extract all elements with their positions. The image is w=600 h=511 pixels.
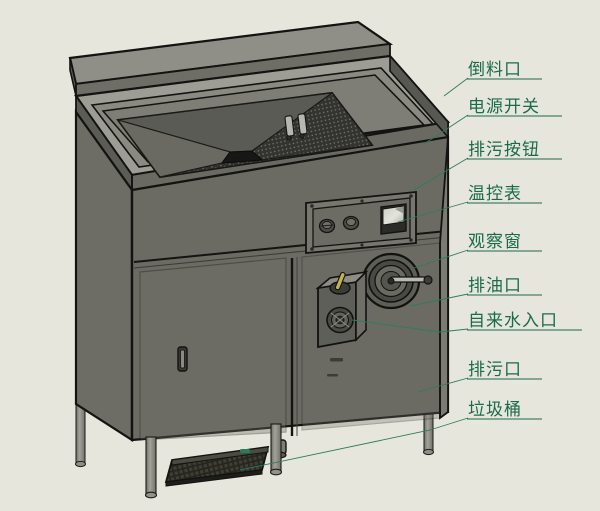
hopper-hinge-hardware <box>284 113 308 141</box>
leader-line-trash-bin <box>239 417 469 471</box>
valve-box[interactable] <box>315 270 369 377</box>
valve-box-label-marks <box>327 358 343 377</box>
control-panel[interactable] <box>305 191 417 254</box>
leader-line-temp-controller <box>397 201 469 223</box>
leader-line-oil-drain <box>409 293 469 307</box>
label-oil-drain: 排油口 <box>468 276 522 296</box>
leader-line-drain-button <box>413 157 469 191</box>
leg-front-right <box>269 423 283 476</box>
leader-line-pour-inlet <box>443 77 469 97</box>
hopper <box>116 91 374 179</box>
temperature-controller-display[interactable] <box>380 203 407 235</box>
leader-line-tap-water-inlet <box>351 319 469 333</box>
cabinet-right-edge <box>439 136 449 420</box>
basket-green-tag <box>240 449 250 453</box>
label-tap-water-inlet: 自来水入口 <box>468 311 558 331</box>
leader-line-power-switch <box>423 114 469 145</box>
legs-front-group <box>144 423 283 499</box>
door-handle-left[interactable] <box>177 346 188 372</box>
leader-line-observation-window <box>413 249 469 269</box>
drain-button[interactable] <box>342 215 360 231</box>
leader-line-sewage-outlet <box>417 377 469 393</box>
label-observation-window: 观察窗 <box>468 232 522 252</box>
power-switch-button[interactable] <box>318 218 336 234</box>
water-inlet-valve[interactable] <box>326 306 354 334</box>
observation-window[interactable] <box>361 252 433 310</box>
window-latch-handle[interactable] <box>387 275 433 285</box>
backsplash <box>68 20 393 98</box>
label-drain-button: 排污按钮 <box>468 140 540 160</box>
label-sewage-outlet: 排污口 <box>468 360 522 380</box>
leader-lines-group <box>239 77 469 471</box>
label-pour-inlet: 倒料口 <box>468 60 522 80</box>
door-left[interactable] <box>139 257 287 441</box>
label-trash-bin: 垃圾桶 <box>468 400 522 420</box>
label-power-switch: 电源开关 <box>468 97 540 117</box>
leg-front-left <box>144 436 158 499</box>
trash-basket[interactable] <box>164 445 270 487</box>
label-temp-controller: 温控表 <box>468 184 522 204</box>
oil-drain-lever[interactable] <box>329 271 351 295</box>
